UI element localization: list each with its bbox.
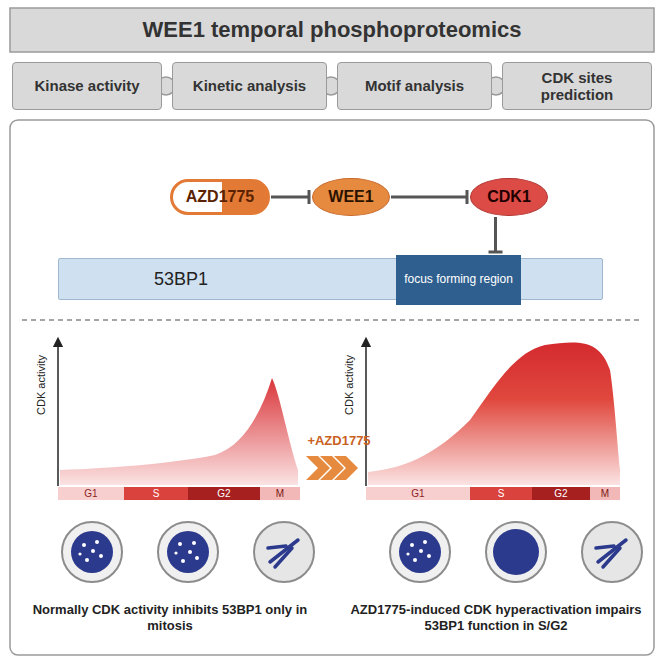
- protein-domain: focus forming region: [396, 255, 521, 305]
- phase-segment: G2: [532, 487, 590, 500]
- title-banner: [10, 8, 654, 52]
- y-axis: [365, 342, 367, 486]
- inhibition-connector: [391, 196, 467, 199]
- mitotic-cell: [254, 522, 314, 582]
- phase-segment: S: [124, 487, 188, 500]
- inhibition-connector: [494, 217, 497, 252]
- separator: [22, 319, 642, 321]
- caption-text: AZD1775-induced CDK hyperactivation impa…: [346, 596, 646, 640]
- puzzle-piece: Kinetic analysis: [172, 62, 327, 110]
- axis-label: CDK activity: [35, 345, 49, 425]
- main-panel: [10, 120, 654, 655]
- puzzle-piece: CDK sites prediction: [502, 62, 652, 110]
- interphase-cell-no-foci: [486, 522, 546, 582]
- node-text: AZD1775: [186, 188, 254, 206]
- interphase-cell: [62, 522, 122, 582]
- interphase-cell: [390, 522, 450, 582]
- interphase-cell: [158, 522, 218, 582]
- node-text: WEE1: [328, 188, 373, 206]
- node-text: Kinetic analysis: [193, 77, 306, 94]
- node-text: CDK sites prediction: [509, 69, 645, 104]
- kinase-oval: WEE1: [312, 178, 390, 216]
- phase-segment: G2: [188, 487, 260, 500]
- puzzle-tabs: [157, 77, 505, 95]
- phase-segment: G1: [58, 487, 124, 500]
- inhibition-connector: [271, 196, 309, 199]
- node-text: 53BP1: [154, 269, 208, 290]
- cdk-activity-area: [368, 343, 620, 485]
- chevron-arrows: [306, 456, 358, 480]
- y-axis: [57, 342, 59, 486]
- axis-label: CDK activity: [343, 345, 357, 425]
- caption-text: Normally CDK activity inhibits 53BP1 onl…: [22, 596, 318, 640]
- node-text: Motif analysis: [365, 77, 464, 94]
- node-text: focus forming region: [404, 273, 513, 287]
- puzzle-piece: Motif analysis: [337, 62, 492, 110]
- treatment-label: +AZD1775: [293, 432, 385, 450]
- kinase-oval: CDK1: [470, 178, 548, 216]
- protein-bar: 53BP1 focus forming region: [58, 258, 603, 300]
- phase-segment: M: [260, 487, 300, 500]
- phase-segment: M: [590, 487, 620, 500]
- title: WEE1 temporal phosphoproteomics: [10, 8, 654, 52]
- puzzle-piece: Kinase activity: [12, 62, 162, 110]
- node-text: Kinase activity: [34, 77, 139, 94]
- phase-segment: G1: [366, 487, 470, 500]
- mitotic-cell: [582, 522, 642, 582]
- phase-segment: S: [470, 487, 532, 500]
- drug-pill: AZD1775: [170, 179, 270, 215]
- node-text: CDK1: [487, 188, 531, 206]
- cdk-activity-area: [60, 378, 298, 485]
